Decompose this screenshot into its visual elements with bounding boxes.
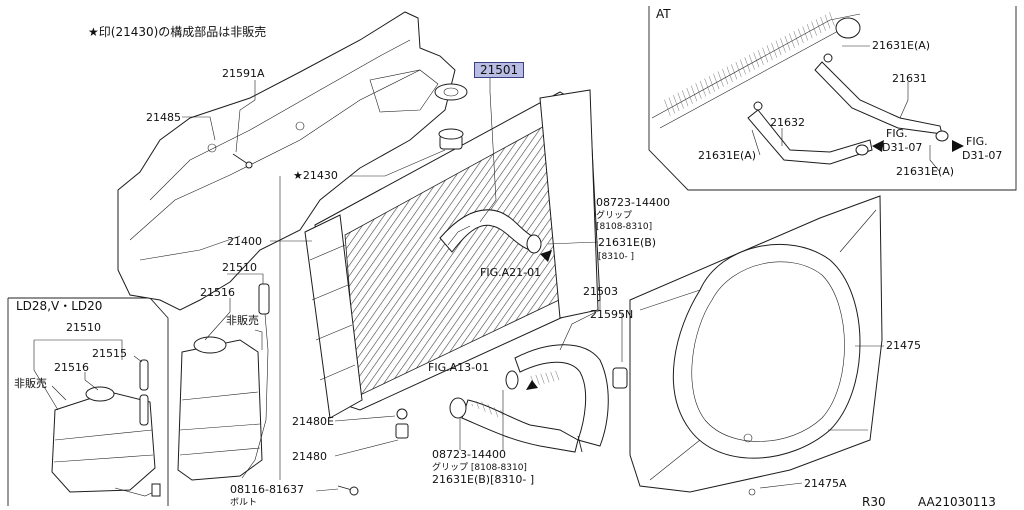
part-label-21475[interactable]: 21475 — [886, 339, 921, 352]
part-label-21400[interactable]: 21400 — [227, 235, 262, 248]
part-label-21631e-b[interactable]: 21631E(B) — [598, 236, 657, 249]
grip-bottom-line2: 21631E(B)[8310- ] — [432, 473, 535, 486]
part-label-at-21632[interactable]: 21632 — [770, 116, 805, 129]
part-label-grip-bottom[interactable]: 08723-14400 — [432, 448, 506, 461]
grip-top-range: [8108-8310] — [596, 222, 653, 232]
part-label-grip-top[interactable]: 08723-14400 — [596, 196, 670, 209]
bolt-21591a — [232, 153, 253, 169]
part-label-at-21631e-a-top[interactable]: 21631E(A) — [872, 39, 931, 52]
at-cooler-hoses — [651, 12, 964, 165]
part-label-ld-21510[interactable]: 21510 — [66, 321, 101, 334]
part-label-bolt[interactable]: 08116-81637 — [230, 483, 304, 496]
drain-parts — [395, 367, 628, 439]
reservoir-tank-ld — [51, 359, 161, 497]
leader-lines — [33, 45, 941, 492]
not-sold-note: ★印(21430)の構成部品は非販売 — [88, 25, 267, 39]
part-label-21485[interactable]: 21485 — [146, 111, 181, 124]
radiator-21400 — [304, 83, 601, 419]
part-label-21510[interactable]: 21510 — [222, 261, 257, 274]
21631e-b-range: [8310- ] — [598, 252, 635, 262]
reservoir-tank — [177, 283, 270, 481]
footer-diagram-code: AA21030113 — [918, 495, 996, 509]
fig-ref-left-code[interactable]: D31-07 — [882, 141, 923, 154]
part-label-at-21631e-a-bottom[interactable]: 21631E(A) — [896, 165, 955, 178]
part-label-at-21631[interactable]: 21631 — [892, 72, 927, 85]
part-label-21591a[interactable]: 21591A — [222, 67, 265, 80]
footer-model: R30 — [862, 495, 886, 509]
inset-at-frame — [648, 6, 1017, 191]
grip-bottom-line: グリップ [8108-8310] — [432, 463, 527, 473]
part-label-21480[interactable]: 21480 — [292, 450, 327, 463]
inset-ld-frame — [7, 297, 169, 506]
arrows — [526, 250, 552, 390]
shroud-upper-21485 — [117, 11, 456, 311]
bolt-08116 — [337, 485, 359, 496]
hose-lower-21503 — [449, 344, 609, 453]
grip-top-name: グリップ — [596, 211, 633, 221]
fig-ref-a13[interactable]: FIG.A13-01 — [428, 361, 490, 374]
fig-ref-a21[interactable]: FIG.A21-01 — [480, 266, 542, 279]
part-label-21475a[interactable]: 21475A — [804, 477, 847, 490]
inset-at-title: AT — [656, 7, 671, 21]
part-label-21501[interactable]: 21501 — [474, 62, 525, 78]
fan-shroud-21475 — [629, 195, 883, 496]
part-label-21430[interactable]: ★21430 — [293, 169, 338, 182]
not-sold-label: 非販売 — [226, 314, 259, 327]
part-label-ld-21515[interactable]: 21515 — [92, 347, 127, 360]
part-label-at-21631e-a-left[interactable]: 21631E(A) — [698, 149, 757, 162]
fig-ref-right-code[interactable]: D31-07 — [962, 149, 1003, 162]
hose-upper-21501 — [439, 209, 542, 254]
part-label-21595n[interactable]: 21595N — [590, 308, 634, 321]
fig-ref-right[interactable]: FIG. — [966, 135, 988, 148]
fig-ref-left[interactable]: FIG. — [886, 127, 908, 140]
part-label-ld-21516[interactable]: 21516 — [54, 361, 89, 374]
inset-ld-title: LD28,V・LD20 — [16, 299, 103, 313]
part-label-21503[interactable]: 21503 — [583, 285, 618, 298]
ld-not-sold-label: 非販売 — [14, 377, 47, 390]
part-label-21516[interactable]: 21516 — [200, 286, 235, 299]
part-label-21480e[interactable]: 21480E — [292, 415, 334, 428]
bolt-name: ボルト — [230, 498, 258, 508]
